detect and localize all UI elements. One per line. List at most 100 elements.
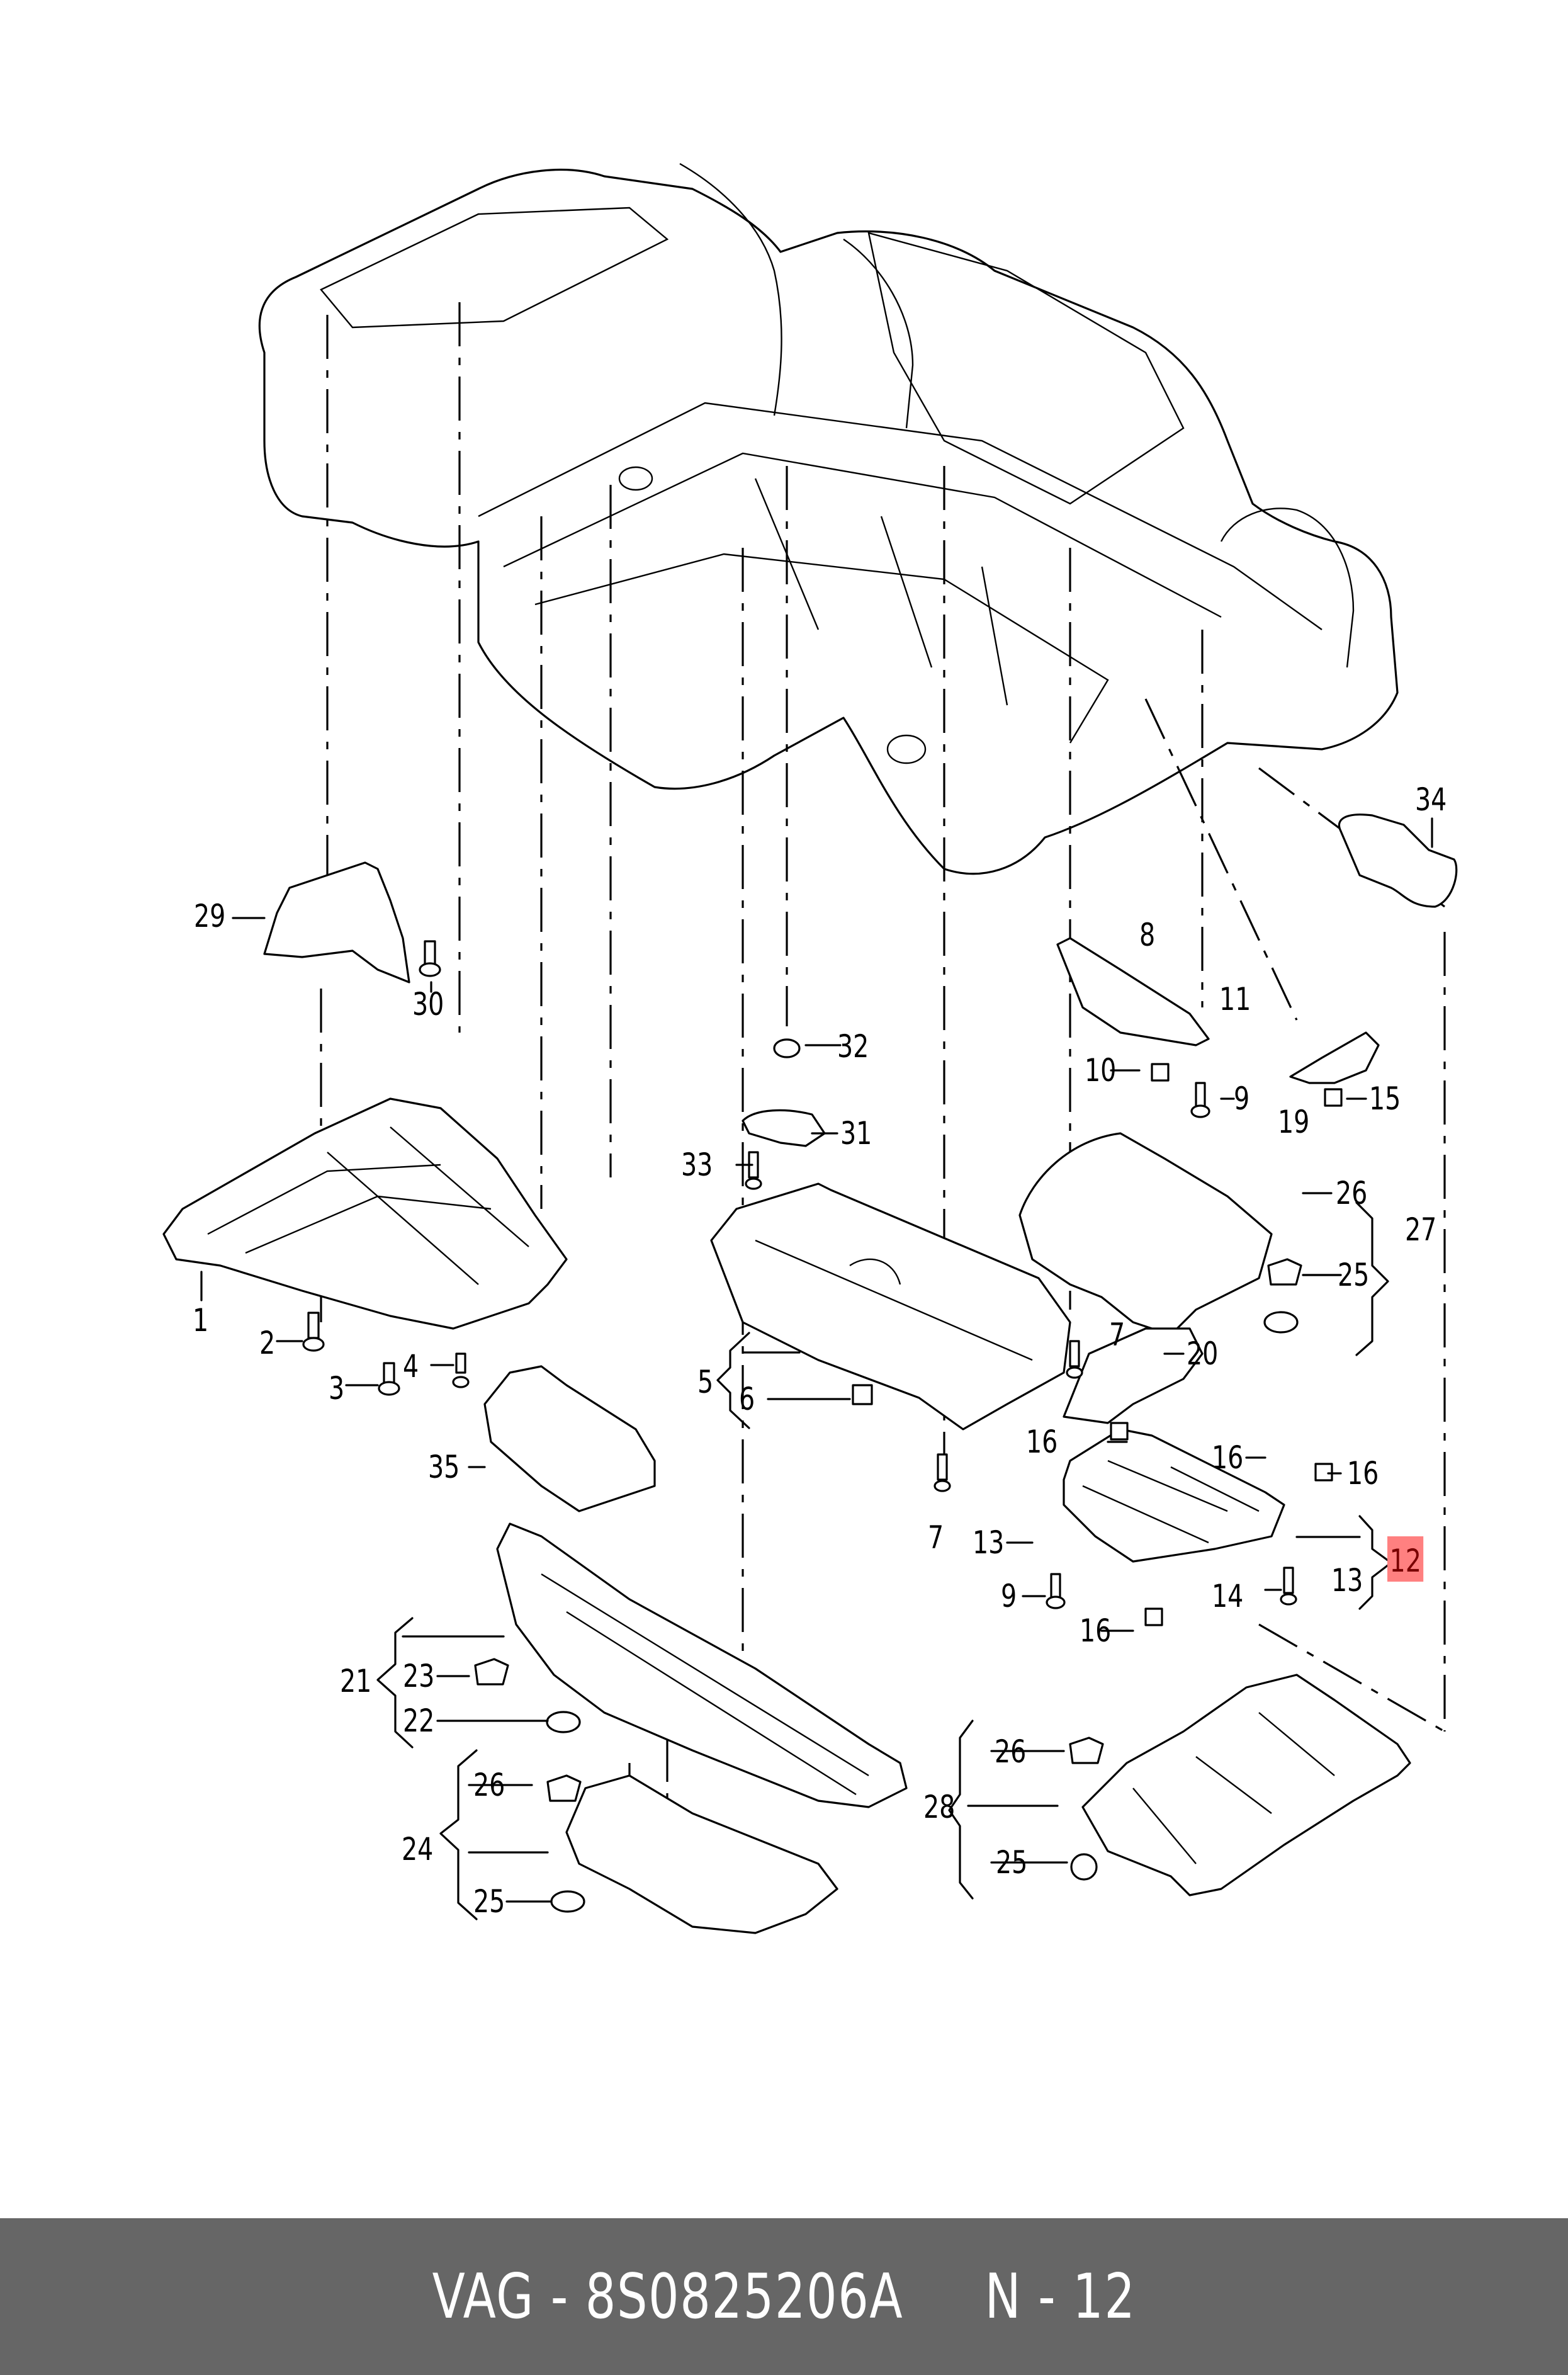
car-body-shell-part <box>258 169 1399 875</box>
callout-19[interactable]: 19 <box>1278 1104 1310 1140</box>
diagram-drawing <box>162 162 1458 1934</box>
part-24-shape <box>565 1774 838 1934</box>
clip-icon <box>1267 1258 1302 1286</box>
screw-icon-part <box>419 962 441 977</box>
callout-4[interactable]: 4 <box>403 1348 419 1385</box>
callout-26-a[interactable]: 26 <box>1336 1175 1368 1211</box>
callout-27[interactable]: 27 <box>1405 1211 1437 1248</box>
part-21-shape <box>496 1522 908 1808</box>
callout-21[interactable]: 21 <box>340 1663 372 1699</box>
clip-icon <box>474 1658 509 1686</box>
callout-16-d[interactable]: 16 <box>1080 1613 1112 1649</box>
part-35-shape <box>483 1365 656 1512</box>
callout-32[interactable]: 32 <box>837 1028 869 1065</box>
clip-icon-part <box>1267 1258 1302 1286</box>
screw-icon <box>1046 1573 1066 1609</box>
nut-icon <box>1144 1607 1163 1626</box>
washer-icon <box>546 1711 581 1733</box>
callout-26-b[interactable]: 26 <box>473 1767 505 1803</box>
leader-lines-part <box>1355 1201 1389 1356</box>
callout-16-b[interactable]: 16 <box>1026 1424 1058 1460</box>
callout-7-lower[interactable]: 7 <box>928 1519 944 1556</box>
callout-5[interactable]: 5 <box>697 1364 714 1400</box>
clip-icon-part <box>546 1774 582 1802</box>
callout-14[interactable]: 14 <box>1212 1578 1244 1614</box>
callout-33[interactable]: 33 <box>681 1147 713 1183</box>
screw-icon-part <box>307 1312 320 1339</box>
parts-diagram: 29 30 1 2 3 4 35 32 31 33 5 6 7 7 8 11 1… <box>162 162 1458 1934</box>
callout-25-b[interactable]: 25 <box>473 1883 505 1920</box>
callout-1[interactable]: 1 <box>193 1302 209 1339</box>
screw-icon-part <box>1190 1104 1210 1118</box>
part-20-shape <box>1063 1327 1204 1424</box>
washer-icon-part <box>550 1890 585 1913</box>
callout-35[interactable]: 35 <box>428 1449 460 1485</box>
callout-10[interactable]: 10 <box>1085 1052 1117 1089</box>
callout-26-c[interactable]: 26 <box>995 1733 1027 1770</box>
clip-icon <box>933 1453 951 1492</box>
clip-icon-part <box>1069 1737 1104 1764</box>
callout-25-a[interactable]: 25 <box>1338 1257 1370 1293</box>
assembly-lines-part <box>1258 1623 1445 1733</box>
callout-9-upper[interactable]: 9 <box>1234 1080 1250 1117</box>
callout-13-a[interactable]: 13 <box>973 1524 1005 1561</box>
callout-11[interactable]: 11 <box>1219 981 1251 1017</box>
car-body-shell-part <box>320 207 669 329</box>
clip-icon-part <box>1283 1567 1294 1594</box>
callout-15[interactable]: 16 <box>1212 1439 1244 1476</box>
callout-29[interactable]: 29 <box>194 898 226 934</box>
car-body-shell-part <box>534 553 1109 744</box>
clip-icon-part <box>1069 1340 1080 1368</box>
callout-23[interactable]: 23 <box>403 1658 435 1694</box>
clip-icon <box>1069 1737 1104 1764</box>
callout-31[interactable]: 31 <box>840 1115 872 1152</box>
callout-7-upper[interactable]: 7 <box>1109 1317 1125 1353</box>
nut-icon-part <box>1110 1422 1129 1441</box>
part-34-shape <box>1338 813 1458 908</box>
part-1-shape <box>162 1097 568 1330</box>
clip-icon-part <box>452 1376 470 1388</box>
clip-icon-part <box>1280 1593 1297 1606</box>
callout-16-a[interactable]: 15 <box>1369 1080 1401 1117</box>
nut-icon <box>1324 1088 1343 1107</box>
callout-3[interactable]: 3 <box>329 1370 345 1407</box>
callout-34[interactable]: 34 <box>1415 781 1447 818</box>
callout-8[interactable]: 8 <box>1139 917 1156 953</box>
assembly-lines <box>320 302 1446 1826</box>
part-number-footer: VAG - 8S0825206A N - 12 <box>0 2218 1568 2375</box>
callout-24[interactable]: 24 <box>402 1831 434 1868</box>
callout-30[interactable]: 30 <box>412 986 444 1023</box>
car-body-shell-part <box>679 162 782 416</box>
grommet-icon-part <box>773 1038 801 1058</box>
part-19-shape <box>1289 1031 1380 1084</box>
washer-icon-part <box>546 1711 581 1733</box>
callout-2[interactable]: 2 <box>259 1325 276 1361</box>
clip-icon <box>546 1774 582 1802</box>
callout-16-c[interactable]: 16 <box>1347 1455 1379 1492</box>
screw-icon-part <box>1050 1573 1061 1601</box>
nut-icon-part <box>1151 1063 1170 1082</box>
nut-icon <box>1110 1422 1129 1441</box>
callout-22[interactable]: 22 <box>403 1703 435 1739</box>
clip-icon <box>745 1151 762 1190</box>
nut-icon-part <box>1314 1463 1333 1482</box>
callout-9-lower[interactable]: 9 <box>1001 1578 1017 1614</box>
part-28-shape <box>1081 1674 1411 1896</box>
callout-28[interactable]: 28 <box>923 1789 956 1825</box>
callout-20[interactable]: 20 <box>1187 1335 1219 1372</box>
washer-icon <box>1263 1311 1299 1334</box>
screw-icon-part <box>378 1381 400 1396</box>
callout-6[interactable]: 6 <box>739 1381 755 1417</box>
clip-icon <box>452 1352 470 1388</box>
callout-12-highlighted[interactable]: 12 <box>1387 1536 1424 1582</box>
clip-icon <box>1066 1340 1083 1379</box>
callout-13-b[interactable]: 13 <box>1331 1562 1363 1599</box>
leader-lines-part <box>439 1749 478 1920</box>
callout-25-c[interactable]: 25 <box>996 1844 1028 1881</box>
screw-icon <box>419 940 441 977</box>
car-body-shell-part <box>503 452 1222 618</box>
clip-icon-part <box>937 1453 948 1481</box>
car-body-shell-part <box>754 478 1008 706</box>
footer-part-info: VAG - 8S0825206A N - 12 <box>432 2260 1136 2333</box>
washer-icon <box>550 1890 585 1913</box>
